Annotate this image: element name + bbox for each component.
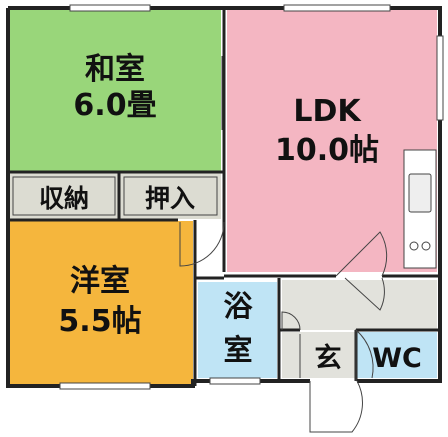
windows — [59, 4, 444, 390]
washitsu-size: 6.0畳 — [73, 88, 156, 123]
youshitsu-size: 5.5帖 — [58, 304, 141, 339]
oshiire-closet — [120, 173, 221, 219]
interior-walls — [8, 8, 440, 386]
bath-label-top: 浴 — [223, 289, 253, 323]
ldk-size: 10.0帖 — [275, 133, 379, 168]
kitchen-counter — [403, 149, 437, 269]
youshitsu-name: 洋室 — [70, 264, 130, 299]
bath-label-bottom: 室 — [223, 333, 252, 367]
washitsu-room — [10, 10, 221, 171]
oshiire-label: 押入 — [145, 184, 195, 213]
youshitsu-room — [10, 221, 193, 384]
washitsu-name: 和室 — [85, 52, 145, 87]
shuno-label: 収納 — [39, 184, 89, 213]
ldk-name: LDK — [293, 94, 362, 129]
wc-label: WC — [372, 343, 422, 374]
detail-lines — [12, 56, 301, 378]
hall-area — [282, 280, 437, 330]
ldk-room — [227, 10, 437, 272]
shuno-closet — [10, 173, 118, 219]
bath-room — [198, 282, 277, 378]
door-swings — [179, 221, 388, 433]
entrance-label: 玄 — [315, 342, 342, 374]
entrance-area — [282, 332, 355, 378]
wc-room — [357, 332, 437, 378]
